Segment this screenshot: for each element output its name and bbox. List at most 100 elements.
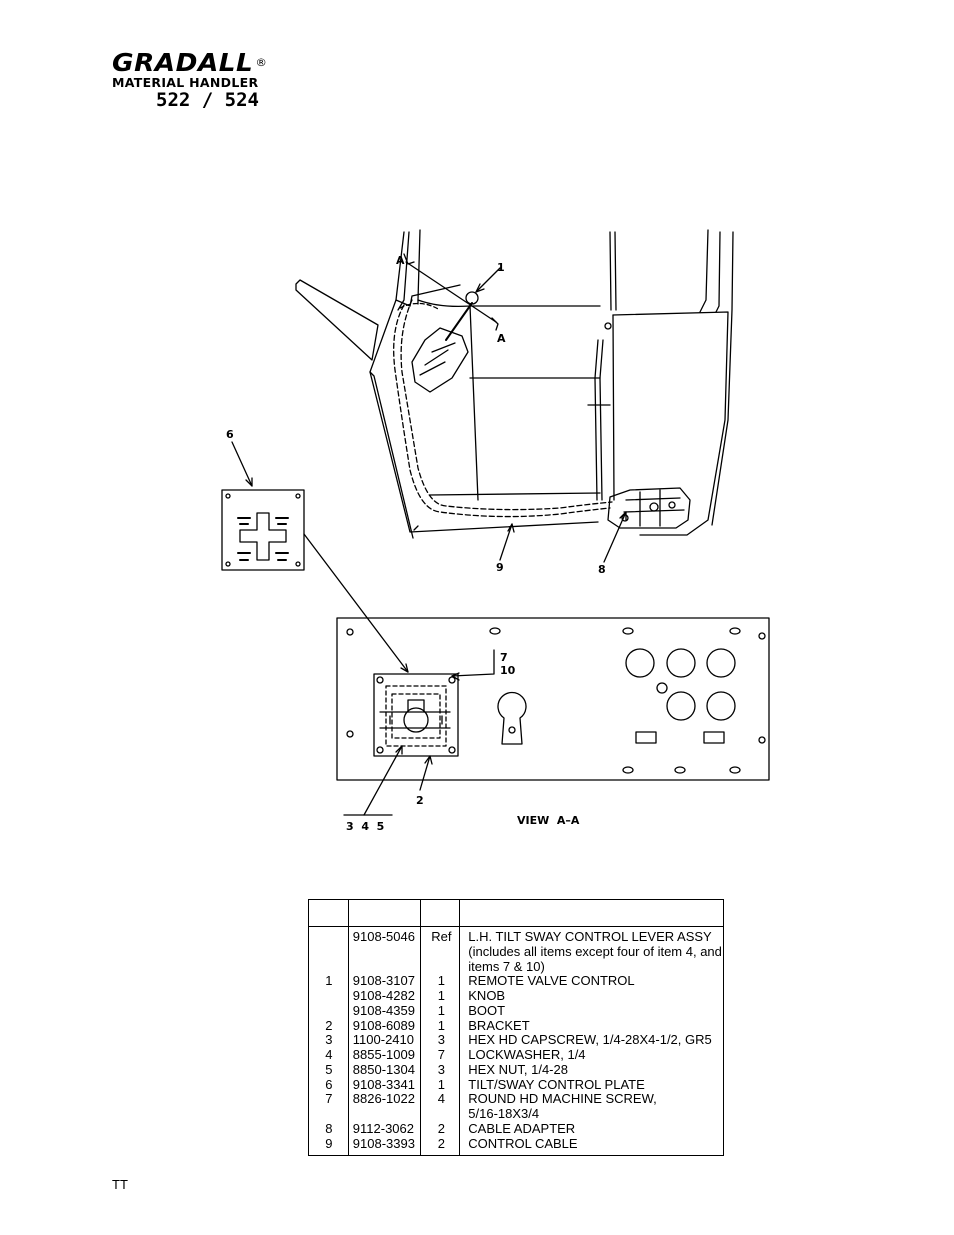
quantity: Ref [431, 929, 452, 944]
item-number: 1 [325, 973, 333, 989]
description: BRACKET [460, 1017, 723, 1034]
quantity: 2 [437, 1120, 445, 1136]
callout-10: 10 [500, 664, 516, 677]
description: CABLE ADAPTER [460, 1120, 723, 1137]
part-number: 9108-4282 [352, 988, 415, 1003]
callout-1: 1 [497, 261, 505, 274]
table-row: 3 1100-2410 3 HEX HD CAPSCREW, 1/4-28X4-1/2… [309, 1032, 723, 1048]
description: HEX NUT, 1/4-28 [460, 1061, 723, 1078]
description: TILT/SWAY CONTROL PLATE [460, 1076, 723, 1093]
column-divider [459, 900, 460, 1155]
description-line: LOCKWASHER, 1/4 [468, 1047, 586, 1062]
quantity: 1 [437, 988, 445, 1003]
description: REMOTE VALVE CONTROL [460, 973, 723, 989]
description-line: BRACKET [468, 1017, 530, 1033]
description: KNOB [460, 988, 723, 1004]
quantity: 3 [437, 1061, 445, 1077]
description-line: HEX NUT, 1/4-28 [468, 1061, 568, 1077]
section-line [405, 261, 497, 323]
description-line: (includes all items except four of item … [468, 943, 722, 959]
brand-model: 522 / 524 [156, 89, 259, 111]
brand-name: GRADALL® [112, 48, 268, 77]
table-row: 8 9112-3062 2 CABLE ADAPTER [309, 1120, 723, 1137]
part-number: 8850-1304 [352, 1061, 415, 1077]
description-line: items 7 & 10) [468, 958, 545, 974]
part-number: 9112-3062 [352, 1120, 415, 1136]
item-number: 5 [325, 1061, 333, 1077]
part-number: 1100-2410 [352, 1032, 415, 1048]
table-row: 7 8826-1022 4 ROUND HD MACHINE SCREW,5/16-1… [309, 1091, 723, 1122]
callout-7: 7 [500, 651, 508, 664]
section-a-top: A [396, 254, 405, 267]
item-number: 2 [325, 1017, 333, 1033]
description: HEX HD CAPSCREW, 1/4-28X4-1/2, GR5 [460, 1032, 723, 1048]
description-line: KNOB [468, 988, 506, 1003]
parts-diagram: 1 A A 6 9 8 7 10 2 3 4 5 VIEW A–A [221, 229, 770, 833]
brand-logo: GRADALL® MATERIAL HANDLER 522 / 524 [112, 50, 312, 111]
view-label: VIEW A–A [517, 814, 580, 827]
description: BOOT [460, 1003, 723, 1019]
description: L.H. TILT SWAY CONTROL LEVER ASSY(includ… [460, 929, 723, 974]
footer-code: TT [112, 1177, 128, 1192]
tilt-sway-control-plate [221, 489, 305, 571]
description-line: L.H. TILT SWAY CONTROL LEVER ASSY [468, 929, 712, 944]
part-number: 9108-3393 [352, 1135, 415, 1151]
quantity: 1 [437, 973, 445, 989]
table-row: 9108-4359 1 BOOT [309, 1002, 723, 1019]
description: CONTROL CABLE [460, 1135, 723, 1152]
callout-9: 9 [496, 561, 504, 574]
table-body: 9108-5046 Ref L.H. TILT SWAY CONTROL LEVER… [309, 929, 723, 1152]
description-line: CABLE ADAPTER [468, 1120, 576, 1136]
section-a-bottom: A [497, 332, 506, 345]
quantity: 1 [437, 1002, 445, 1018]
description-line: 5/16-18X3/4 [468, 1106, 540, 1121]
quantity: 2 [437, 1135, 445, 1151]
callout-2: 2 [416, 794, 424, 807]
part-number: 9108-3341 [352, 1076, 415, 1092]
table-row: 9108-5046 Ref L.H. TILT SWAY CONTROL LEVER… [309, 929, 723, 974]
control-cable [393, 304, 611, 518]
quantity: 3 [437, 1032, 445, 1048]
quantity: 4 [437, 1091, 445, 1107]
view-aa-panel [336, 617, 770, 781]
part-number: 9108-5046 [352, 929, 415, 944]
item-number [309, 989, 349, 1004]
description: ROUND HD MACHINE SCREW,5/16-18X3/4 [460, 1091, 723, 1122]
quantity: 1 [437, 1076, 445, 1092]
item-number: 8 [325, 1120, 333, 1136]
quantity: 1 [437, 1017, 445, 1033]
callout-6: 6 [226, 428, 234, 441]
part-number: 8826-1022 [352, 1091, 415, 1107]
callout-3-4-5: 3 4 5 [346, 820, 384, 833]
table-row: 9 9108-3393 2 CONTROL CABLE [309, 1135, 723, 1152]
description-line: CONTROL CABLE [468, 1135, 578, 1151]
table-row: 5 8850-1304 3 HEX NUT, 1/4-28 [309, 1061, 723, 1078]
item-number: 9 [325, 1135, 333, 1151]
part-number: 8855-1009 [352, 1047, 415, 1062]
part-number: 9108-4359 [352, 1002, 415, 1018]
description-line: REMOTE VALVE CONTROL [468, 973, 635, 989]
table-row: 6 9108-3341 1 TILT/SWAY CONTROL PLATE [309, 1076, 723, 1093]
callout-8: 8 [598, 563, 606, 576]
description-line: ROUND HD MACHINE SCREW, [468, 1091, 657, 1107]
item-number: 7 [325, 1091, 333, 1107]
description-line: HEX HD CAPSCREW, 1/4-28X4-1/2, GR5 [468, 1032, 712, 1048]
table-row: 1 9108-3107 1 REMOTE VALVE CONTROL [309, 973, 723, 989]
part-number: 9108-3107 [352, 973, 415, 989]
item-number: 6 [325, 1076, 333, 1092]
brand-subtitle: MATERIAL HANDLER [112, 75, 259, 90]
part-number: 9108-6089 [352, 1017, 415, 1033]
description-line: TILT/SWAY CONTROL PLATE [468, 1076, 645, 1092]
table-row: 2 9108-6089 1 BRACKET [309, 1017, 723, 1034]
cab-drawing [295, 229, 734, 539]
table-row: 9108-4282 1 KNOB [309, 988, 723, 1004]
control-cable-2 [400, 299, 613, 511]
item-number: 3 [325, 1032, 333, 1048]
item-number [309, 930, 349, 974]
description: LOCKWASHER, 1/4 [460, 1047, 723, 1063]
item-number [309, 1004, 349, 1019]
column-divider [420, 900, 421, 1155]
item-number: 4 [325, 1047, 333, 1062]
table-header [309, 900, 723, 927]
